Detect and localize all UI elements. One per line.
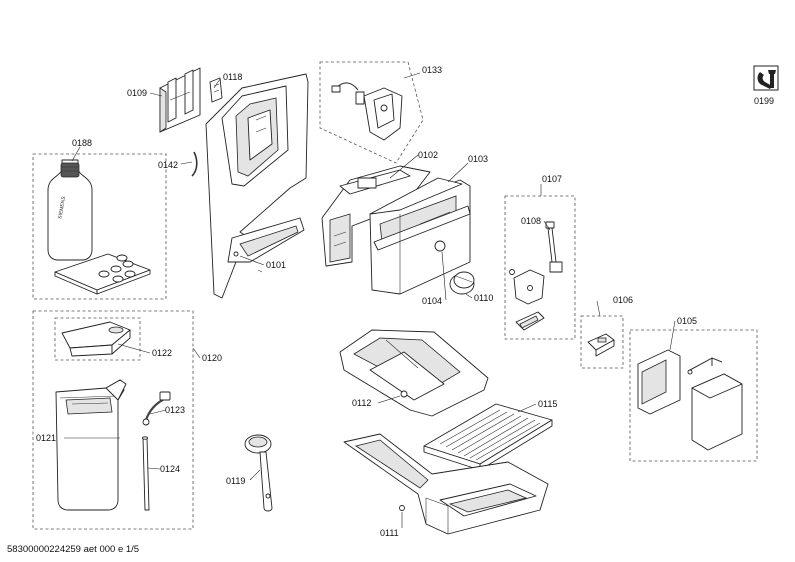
part-0124-rod	[142, 436, 150, 511]
label-0121: 0121	[36, 433, 56, 443]
group-box-0120	[32, 310, 194, 530]
svg-text:SIEMENS: SIEMENS	[57, 195, 67, 219]
label-0120: 0120	[202, 353, 222, 363]
group-box-0106	[580, 315, 624, 369]
part-0112-tray-insert	[339, 329, 489, 417]
part-0119-measuring-spoon	[244, 434, 273, 512]
label-0142: 0142	[158, 160, 178, 170]
label-0123: 0123	[165, 405, 185, 415]
group-box-0133	[319, 61, 424, 164]
part-0106-guide	[587, 333, 615, 357]
label-0105: 0105	[677, 316, 697, 326]
label-0101: 0101	[266, 260, 286, 270]
part-0104-knob-pin	[434, 240, 446, 252]
label-0199: 0199	[754, 96, 774, 106]
label-0110: 0110	[474, 293, 493, 303]
group-box-0122	[54, 317, 141, 361]
group-box-0188	[32, 153, 167, 300]
label-0118: 0118	[223, 72, 242, 82]
label-0124: 0124	[160, 464, 180, 474]
group-box-0107	[504, 195, 576, 340]
part-0108-shaft	[545, 221, 563, 273]
part-0101-housing-panel	[205, 73, 309, 299]
label-0119: 0119	[226, 476, 245, 486]
document-id: 58300000224259 aet 000 e 1/5	[7, 544, 139, 555]
label-0133: 0133	[422, 65, 442, 75]
part-0123-hose	[142, 391, 171, 426]
label-0108: 0108	[521, 216, 541, 226]
label-0122: 0122	[152, 348, 172, 358]
part-0111-drip-tray	[343, 433, 549, 535]
grid-slots	[439, 409, 541, 461]
label-0111: 0111	[380, 528, 399, 538]
part-0107-latch-assembly	[509, 269, 545, 331]
label-0102: 0102	[418, 150, 438, 160]
part-0105-electronics-module	[637, 349, 743, 451]
group-box-0105	[629, 329, 758, 462]
part-0115-drip-grid	[423, 403, 553, 471]
label-0112: 0112	[352, 398, 371, 408]
label-0109: 0109	[127, 88, 147, 98]
part-0118-clip	[209, 77, 223, 103]
label-0104: 0104	[422, 296, 442, 306]
label-0188: 0188	[72, 138, 92, 148]
leader-lines	[64, 72, 676, 528]
label-0106: 0106	[613, 295, 633, 305]
part-0122-powder-funnel	[61, 321, 131, 357]
part-0133-sensor-module	[331, 82, 403, 141]
part-0121-water-tank	[55, 379, 127, 511]
label-0107: 0107	[542, 174, 562, 184]
part-0109-bracket	[159, 67, 201, 133]
part-0142-pin	[191, 151, 198, 177]
wrench-tool-icon	[753, 65, 779, 91]
part-0188-descaler-bottle-and-tablets: SIEMENS	[47, 159, 151, 295]
part-0103-tray-housing	[369, 177, 471, 295]
label-0103: 0103	[468, 154, 488, 164]
label-0115: 0115	[538, 399, 557, 409]
part-0110-knob	[449, 271, 475, 295]
